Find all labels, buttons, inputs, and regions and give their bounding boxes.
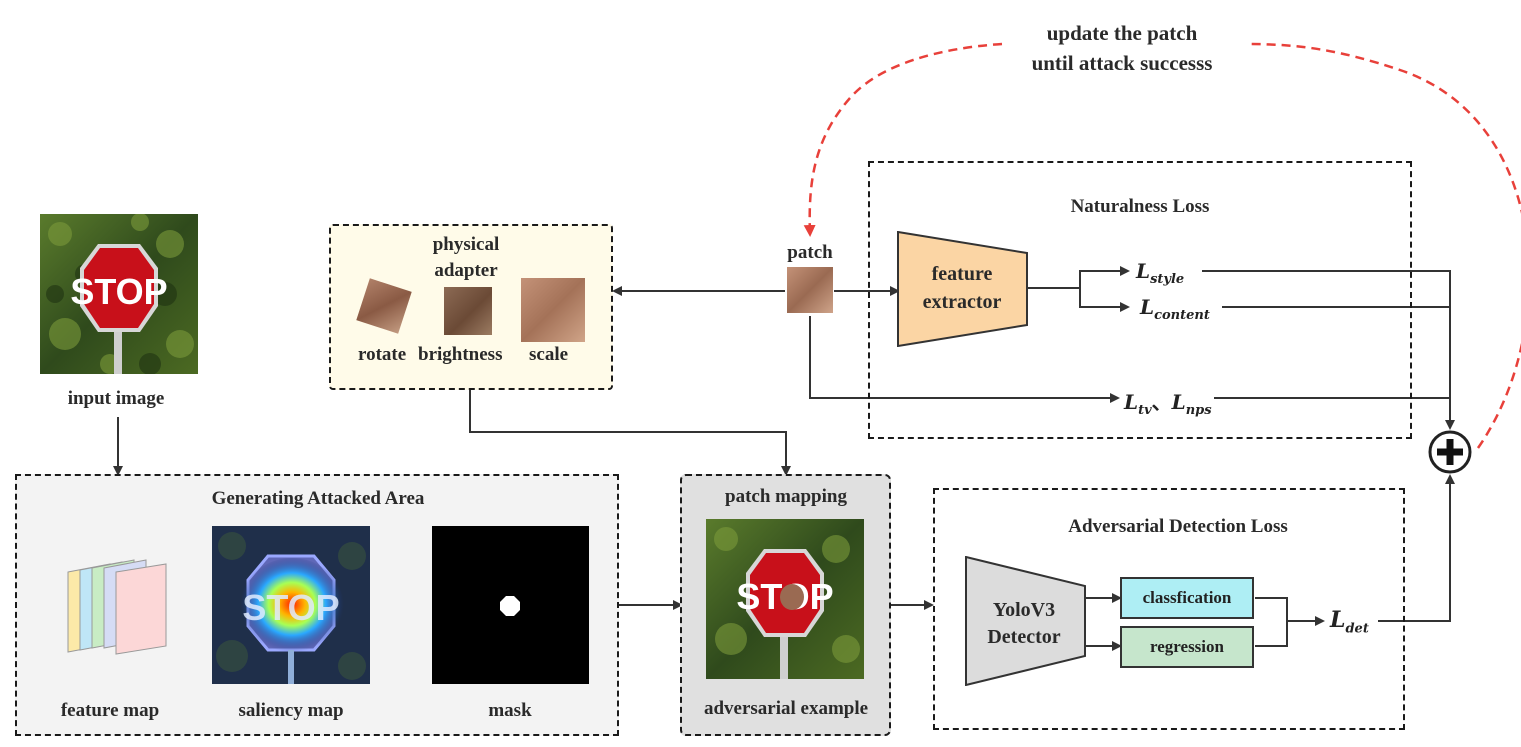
mask-image xyxy=(432,526,589,684)
arrow-to-lstyle xyxy=(1026,266,1130,289)
feature-extractor-line2: extractor xyxy=(922,291,1002,313)
saliency-map: STOP xyxy=(212,526,370,684)
scale-label: scale xyxy=(529,344,569,365)
detector-label: YoloV3 Detector xyxy=(987,597,1060,651)
arrow-adapter-to-mapping xyxy=(469,389,791,476)
generating-title: Generating Attacked Area xyxy=(211,488,425,509)
loss-style: Lstyle xyxy=(1136,259,1185,287)
loss-separator: 、 xyxy=(1151,390,1172,414)
mask-caption: mask xyxy=(488,700,532,721)
loss-tv-sub: tv xyxy=(1138,403,1152,418)
loss-content-sub: content xyxy=(1154,308,1210,323)
input-sign-text: STOP xyxy=(70,271,167,312)
naturalness-loss-box xyxy=(868,161,1412,439)
sum-plus-icon xyxy=(1428,430,1472,474)
saliency-sign-text: STOP xyxy=(242,587,339,628)
adversarial-detection-box xyxy=(933,488,1405,730)
loss-det: Ldet xyxy=(1330,607,1369,637)
loss-content: Lcontent xyxy=(1140,295,1210,323)
detection-title: Adversarial Detection Loss xyxy=(1068,516,1288,537)
loss-tv-nps: Ltv、Lnps xyxy=(1124,390,1212,418)
input-image: STOP xyxy=(40,214,198,374)
loss-style-sub: style xyxy=(1150,272,1185,287)
saliency-map-caption: saliency map xyxy=(238,700,344,721)
physical-adapter-title: physical adapter xyxy=(433,232,500,284)
feature-map-caption: feature map xyxy=(60,700,160,721)
update-feedback-arrow xyxy=(810,42,1521,449)
classification-box: classfication xyxy=(1120,577,1254,619)
detector-line2: Detector xyxy=(987,626,1061,648)
feature-extractor-line1: feature xyxy=(931,263,993,285)
update-note-line2: until attack successs xyxy=(1031,51,1213,75)
physical-adapter-title-line2: adapter xyxy=(434,260,498,281)
naturalness-title: Naturalness Loss xyxy=(1070,196,1210,217)
update-note-line1: update the patch xyxy=(1046,21,1198,45)
loss-det-sub: det xyxy=(1345,621,1369,637)
patch-label: patch xyxy=(787,242,833,263)
arrow-lstyle-to-sum xyxy=(1202,270,1455,430)
arrow-patch-to-ltv xyxy=(809,316,1120,403)
adversarial-example-caption: adversarial example xyxy=(703,698,869,719)
scale-patch-thumb xyxy=(521,278,585,342)
feature-extractor-shape xyxy=(897,231,1028,347)
feature-extractor-label: feature extractor xyxy=(923,260,1002,316)
regression-box: regression xyxy=(1120,626,1254,668)
arrow-ldet-to-sum xyxy=(1378,474,1455,622)
input-image-caption: input image xyxy=(67,388,165,409)
brightness-label: brightness xyxy=(418,344,503,365)
brightness-patch-thumb xyxy=(444,287,492,335)
loss-nps-sub: nps xyxy=(1185,403,1212,418)
adversarial-example-image: STOP xyxy=(706,519,864,679)
patch-thumb xyxy=(787,267,833,313)
update-note: update the patch until attack successs xyxy=(1032,18,1213,78)
physical-adapter-title-line1: physical xyxy=(432,234,500,255)
detector-shape xyxy=(965,556,1086,686)
feature-map-stack xyxy=(67,559,167,655)
rotate-label: rotate xyxy=(358,344,407,365)
detector-line1: YoloV3 xyxy=(992,599,1056,621)
patch-mapping-title: patch mapping xyxy=(725,486,847,507)
